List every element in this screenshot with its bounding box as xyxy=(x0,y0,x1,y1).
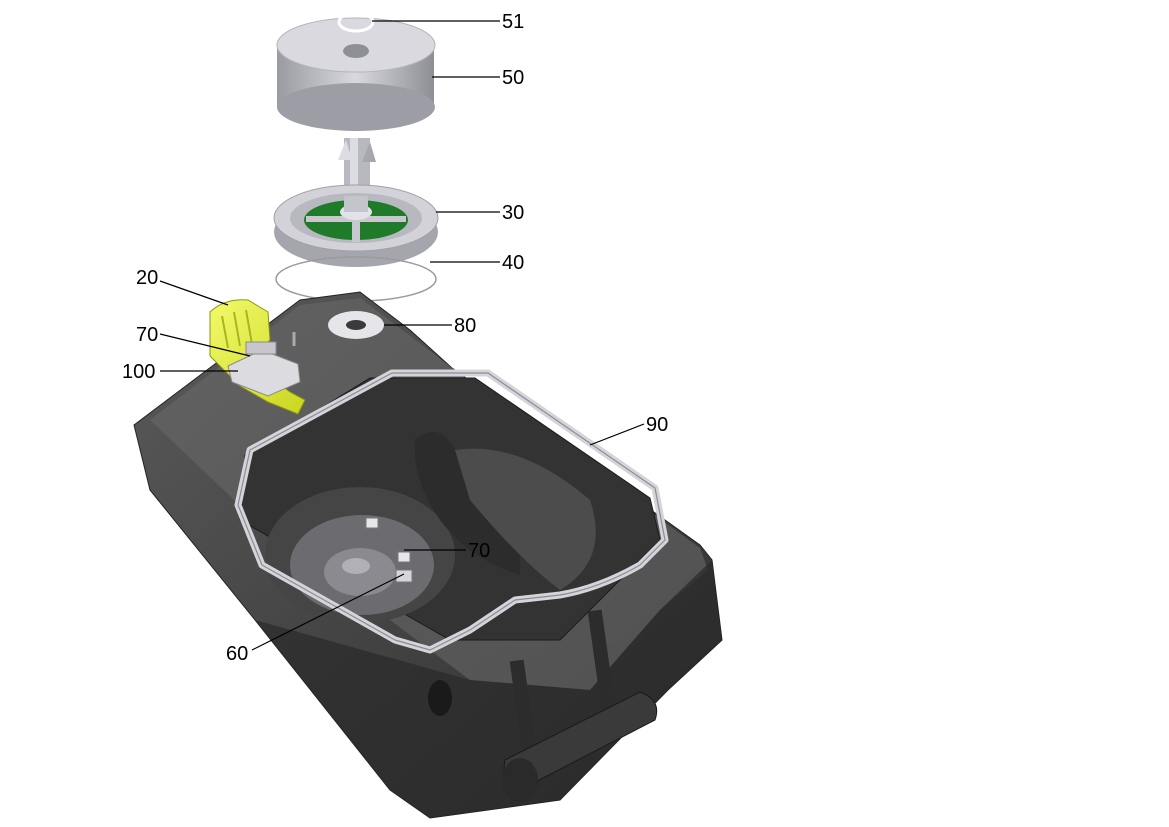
part-70-sensor-basin xyxy=(365,517,411,563)
label-30: 30 xyxy=(502,202,524,224)
label-20: 20 xyxy=(136,267,158,289)
label-70-top: 70 xyxy=(136,324,158,346)
part-60-contact xyxy=(395,569,413,583)
label-100: 100 xyxy=(122,361,155,383)
label-50: 50 xyxy=(502,67,524,89)
label-51: 51 xyxy=(502,11,524,33)
label-40: 40 xyxy=(502,252,524,274)
part-80-washer xyxy=(328,311,384,339)
leader-lines xyxy=(159,20,645,651)
label-90: 90 xyxy=(646,414,668,436)
label-80: 80 xyxy=(454,315,476,337)
part-labels: 51 50 30 40 20 80 70 100 90 70 60 xyxy=(122,11,668,665)
part-30-base xyxy=(273,184,439,267)
part-50-disk xyxy=(276,11,436,131)
label-70-basin: 70 xyxy=(468,540,490,562)
part-100-switch xyxy=(227,341,301,397)
label-60: 60 xyxy=(226,643,248,665)
part-51-ring xyxy=(337,11,375,33)
part-90-frame-edge xyxy=(237,372,666,651)
